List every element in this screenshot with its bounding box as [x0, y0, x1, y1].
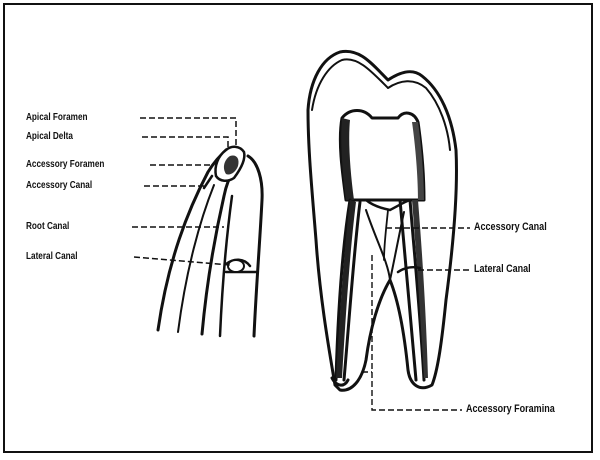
root-outer-right-wall — [248, 156, 262, 336]
label-apical-foramen: Apical Foramen — [26, 112, 88, 123]
label-lateral-canal-left: Lateral Canal — [26, 251, 78, 262]
label-lateral-canal-right: Lateral Canal — [474, 263, 531, 275]
left-leader-lines — [132, 118, 236, 265]
pulp-chamber — [340, 111, 424, 201]
label-accessory-foramen: Accessory Foramen — [26, 159, 104, 170]
molar-outer-outline — [308, 51, 457, 390]
label-accessory-foramina: Accessory Foramina — [466, 403, 555, 415]
label-accessory-canal-left: Accessory Canal — [26, 180, 92, 191]
root-inner-left-wall — [178, 185, 214, 332]
leader-apical-delta — [142, 137, 228, 150]
root-tip-illustration — [158, 147, 262, 336]
root-canal-left-wall — [202, 170, 234, 334]
lateral-canal-opening — [228, 260, 244, 272]
label-apical-delta: Apical Delta — [26, 131, 73, 142]
molar-illustration — [308, 51, 457, 390]
label-accessory-canal-right: Accessory Canal — [474, 221, 547, 233]
leader-apical-foramen — [140, 118, 236, 148]
label-root-canal: Root Canal — [26, 221, 69, 232]
leader-lateral-canal — [134, 257, 230, 265]
